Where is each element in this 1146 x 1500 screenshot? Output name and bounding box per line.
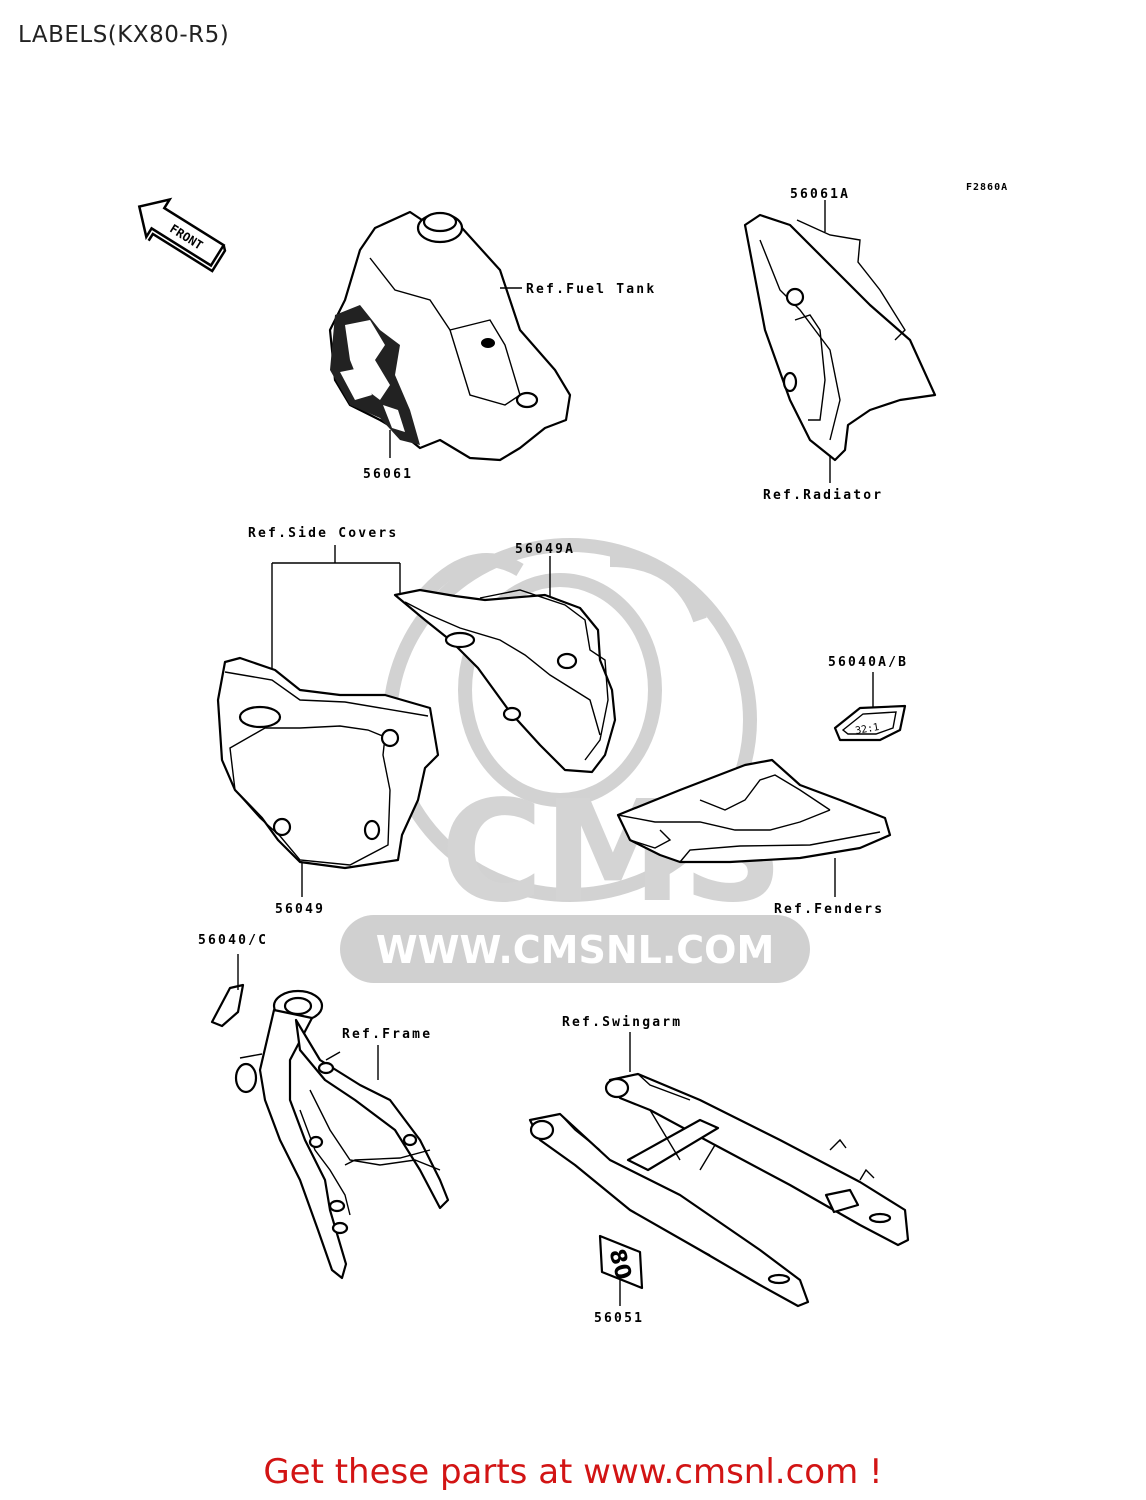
radiator-decal-part-number: 56061A	[790, 187, 850, 202]
number-plate-decal: 80	[598, 1234, 644, 1290]
frame	[234, 989, 450, 1280]
swingarm	[528, 1072, 910, 1308]
side-covers-ref-label: Ref.Side Covers	[248, 526, 398, 541]
left-side-cover	[216, 656, 440, 870]
ratio-emblem-text: 32:1	[854, 722, 880, 737]
rear-fender	[616, 758, 892, 864]
emblem-decal-part-number: 56040A/B	[828, 655, 908, 670]
fuel-tank-ref-label: Ref.Fuel Tank	[526, 282, 656, 297]
right-side-cover-part-number: 56049A	[515, 542, 575, 557]
right-side-cover	[393, 588, 617, 774]
frame-decal-part-number: 56040/C	[198, 933, 268, 948]
ratio-emblem-decal: 32:1	[833, 704, 907, 742]
footer-parts-link[interactable]: Get these parts at www.cmsnl.com !	[263, 1452, 883, 1492]
page-title: LABELS(KX80-R5)	[18, 22, 230, 48]
swingarm-ref-label: Ref.Swingarm	[562, 1015, 682, 1030]
frame-decal	[210, 983, 245, 1028]
frame-ref-label: Ref.Frame	[342, 1027, 432, 1042]
radiator-ref-label: Ref.Radiator	[763, 488, 883, 503]
number-plate-part-number: 56051	[594, 1311, 644, 1326]
figure-code: F2860A	[966, 182, 1008, 193]
fenders-ref-label: Ref.Fenders	[774, 902, 884, 917]
tank-decal-part-number: 56061	[363, 467, 413, 482]
front-direction-arrow: FRONT	[137, 197, 227, 273]
left-side-cover-part-number: 56049	[275, 902, 325, 917]
radiator-shroud	[743, 213, 937, 462]
watermark-url: WWW.CMSNL.COM	[376, 928, 775, 972]
fuel-tank	[328, 210, 572, 462]
